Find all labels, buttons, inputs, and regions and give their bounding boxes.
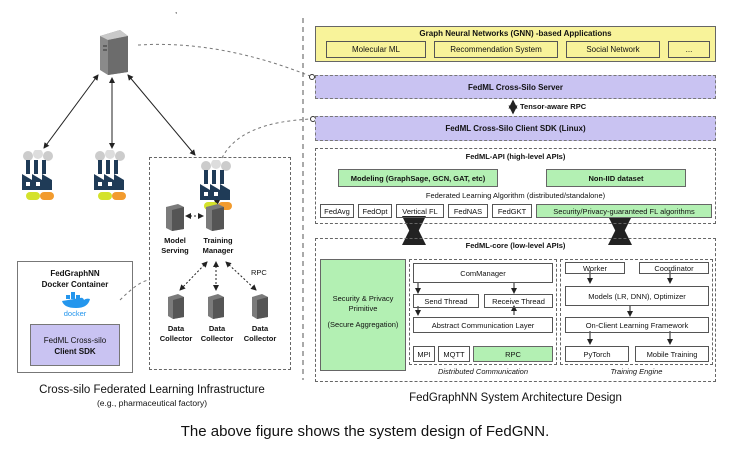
factory-icon bbox=[90, 149, 138, 202]
client-sdk-line2: Client SDK bbox=[54, 347, 96, 356]
security-line1: Security & Privacy bbox=[332, 294, 394, 303]
partial-mark: , bbox=[175, 6, 178, 15]
server-link-3 bbox=[127, 74, 196, 156]
app-molecular-ml: Molecular ML bbox=[326, 41, 426, 58]
mobile-training-box: Mobile Training bbox=[635, 346, 709, 362]
cross-silo-server-box: FedML Cross-Silo Server bbox=[315, 75, 716, 99]
fedml-api-title: FedML-API (high-level APIs) bbox=[465, 152, 566, 161]
data-collector-server-icon bbox=[250, 293, 270, 319]
receive-thread-box: Receive Thread bbox=[484, 294, 553, 308]
algo-fedgkt: FedGKT bbox=[492, 204, 532, 218]
training-engine-box: Worker Coordinator Models (LR, DNN), Opt… bbox=[560, 259, 713, 365]
send-thread-box: Send Thread bbox=[413, 294, 479, 308]
app-social-network: Social Network bbox=[566, 41, 660, 58]
fl-algorithm-title: Federated Learning Algorithm (distribute… bbox=[425, 191, 606, 200]
server-dotted-link bbox=[137, 43, 311, 77]
client-sdk-box: FedML Cross-silo Client SDK bbox=[30, 324, 120, 366]
right-caption: FedGraphNN System Architecture Design bbox=[409, 392, 622, 404]
fedml-api-box: FedML-API (high-level APIs) Modeling (Gr… bbox=[315, 148, 716, 224]
server-icon bbox=[96, 28, 130, 76]
distributed-communication-box: ComManager Send Thread Receive Thread Ab… bbox=[409, 259, 557, 365]
client-dotted-link bbox=[221, 118, 313, 159]
algo-fedopt: FedOpt bbox=[358, 204, 392, 218]
app-recommendation-system: Recommendation System bbox=[434, 41, 558, 58]
left-caption: Cross-silo Federated Learning Infrastruc… bbox=[39, 384, 265, 396]
protocol-rpc: RPC bbox=[473, 346, 553, 362]
models-optimizer-box: Models (LR, DNN), Optimizer bbox=[565, 286, 709, 306]
gnn-applications-box: Graph Neural Networks (GNN) -based Appli… bbox=[315, 26, 716, 62]
pytorch-box: PyTorch bbox=[565, 346, 629, 362]
training-engine-caption: Training Engine bbox=[610, 367, 663, 376]
fedml-core-box: FedML-core (low-level APIs) Security & P… bbox=[315, 238, 716, 382]
docker-whale-icon bbox=[60, 292, 92, 310]
algo-fedavg: FedAvg bbox=[320, 204, 354, 218]
coordinator-box: Coordinator bbox=[639, 262, 709, 274]
algo-fednas: FedNAS bbox=[448, 204, 488, 218]
client-sdk-line1: FedML Cross-silo bbox=[43, 336, 107, 345]
protocol-mpi: MPI bbox=[413, 346, 435, 362]
modeling-box: Modeling (GraphSage, GCN, GAT, etc) bbox=[338, 169, 498, 187]
app-more: ... bbox=[668, 41, 710, 58]
security-line2: Primitive bbox=[348, 304, 378, 313]
on-client-framework-box: On-Client Learning Framework bbox=[565, 317, 709, 333]
factory-icon bbox=[18, 149, 66, 202]
security-primitive-box: Security & Privacy Primitive (Secure Agg… bbox=[320, 259, 406, 371]
server-link-1 bbox=[43, 74, 99, 149]
algo-vertical-fl: Vertical FL bbox=[396, 204, 444, 218]
worker-box: Worker bbox=[565, 262, 625, 274]
cross-silo-client-sdk-box: FedML Cross-Silo Client SDK (Linux) bbox=[315, 116, 716, 141]
fedml-core-title: FedML-core (low-level APIs) bbox=[465, 241, 566, 250]
tensor-rpc-label: Tensor-aware RPC bbox=[520, 102, 587, 111]
left-subcaption: (e.g., pharmaceutical factory) bbox=[96, 398, 208, 408]
docker-wordmark: docker bbox=[63, 309, 87, 318]
data-collector-server-icon bbox=[206, 293, 226, 319]
silo-infrastructure-box bbox=[149, 157, 291, 370]
abstract-comm-layer-box: Abstract Communication Layer bbox=[413, 317, 553, 333]
security-privacy-algorithms: Security/Privacy-guaranteed FL algorithm… bbox=[536, 204, 712, 218]
security-line3: (Secure Aggregation) bbox=[327, 320, 399, 329]
protocol-mqtt: MQTT bbox=[438, 346, 470, 362]
com-manager-box: ComManager bbox=[413, 263, 553, 283]
distributed-communication-caption: Distributed Communication bbox=[437, 367, 529, 376]
figure-caption: The above figure shows the system design… bbox=[180, 423, 550, 440]
data-collector-server-icon bbox=[166, 293, 186, 319]
rpc-label: RPC bbox=[251, 268, 267, 277]
model-serving-server-icon bbox=[164, 203, 186, 231]
noniid-dataset-box: Non-IID dataset bbox=[546, 169, 686, 187]
gnn-applications-title: Graph Neural Networks (GNN) -based Appli… bbox=[419, 29, 612, 38]
training-manager-server-icon bbox=[204, 203, 226, 231]
